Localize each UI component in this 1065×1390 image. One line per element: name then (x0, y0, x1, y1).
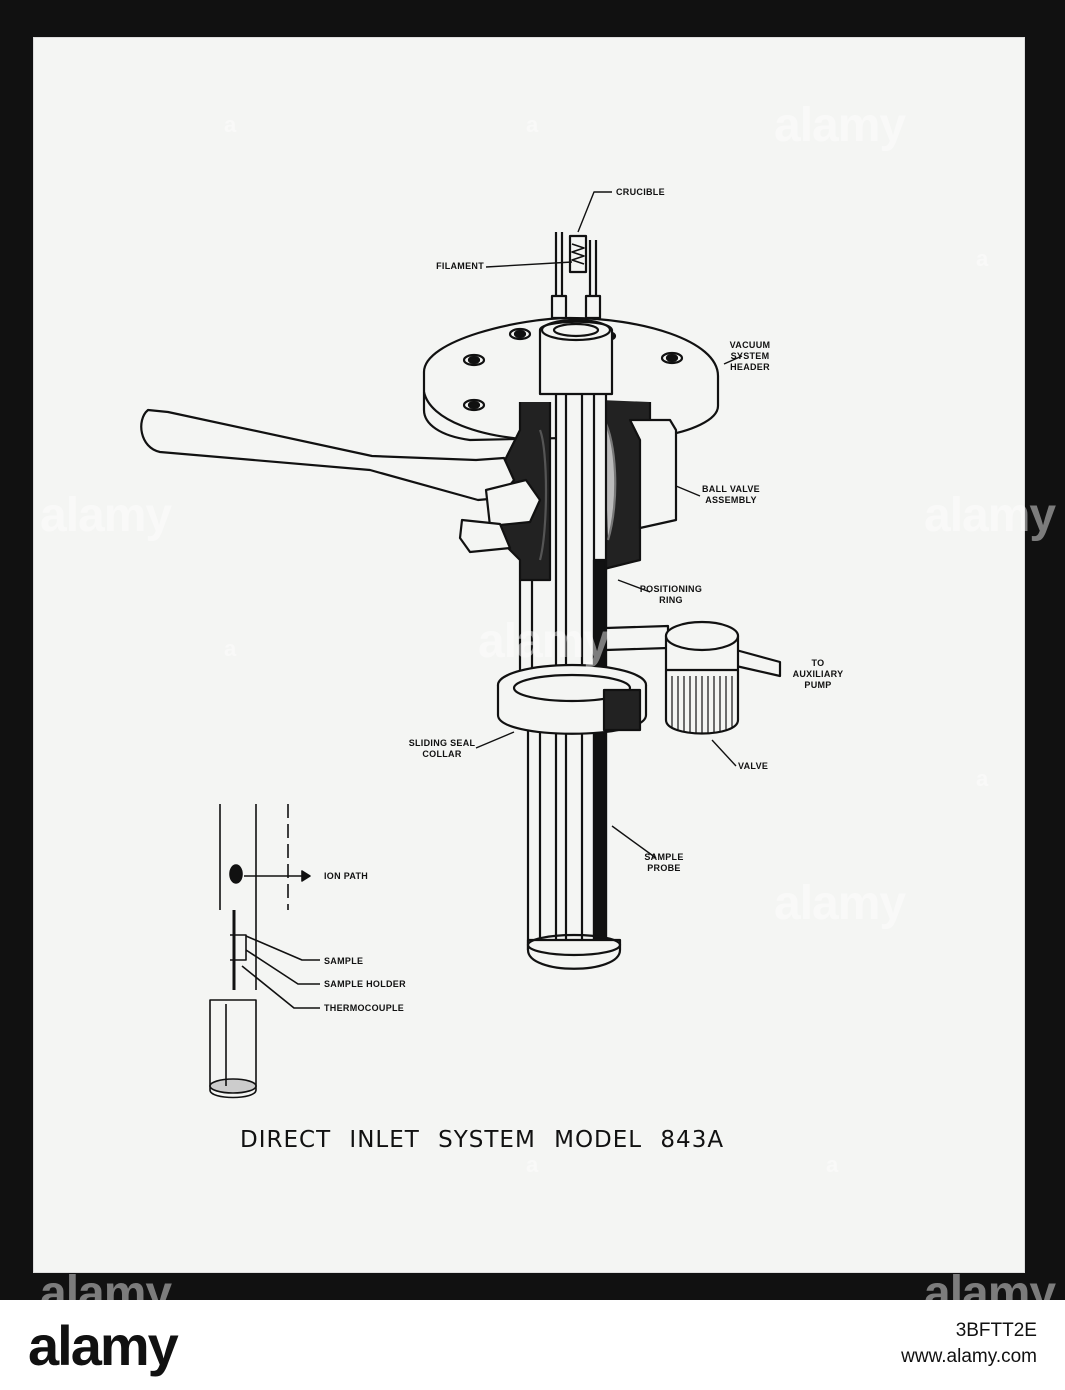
filament-crucible (550, 232, 602, 320)
diagram-title: DIRECT INLET SYSTEM MODEL 843A (240, 1127, 725, 1153)
label-vacuum-system-header: VACUUM SYSTEM HEADER (729, 340, 771, 372)
watermark-letter: a (526, 112, 539, 137)
sample-probe-tube (538, 318, 614, 952)
label-sample-probe: SAMPLE PROBE (644, 852, 684, 873)
outer-tube (518, 580, 622, 970)
footer-bar: alamy 3BFTT2E www.alamy.com (0, 1300, 1065, 1390)
watermark: alamy (478, 615, 610, 668)
ion-path-inset (209, 804, 320, 1099)
leader-lines (475, 191, 743, 859)
label-thermocouple: THERMOCOUPLE (324, 1003, 405, 1013)
label-positioning-ring: POSITIONING RING (639, 584, 703, 605)
watermark-letter: a (224, 112, 237, 137)
sliding-seal-collar (496, 663, 648, 735)
watermark: alamy (774, 99, 906, 152)
auxiliary-valve (604, 620, 782, 735)
label-ball-valve-assembly: BALL VALVE ASSEMBLY (701, 484, 760, 505)
label-to-auxiliary-pump: TO AUXILIARY PUMP (792, 658, 844, 690)
label-filament: FILAMENT (436, 261, 484, 271)
label-valve: VALVE (738, 761, 769, 771)
label-sample: SAMPLE (324, 956, 364, 966)
valve-handle (140, 408, 542, 554)
watermark-letter: a (526, 1152, 539, 1177)
label-ion-path: ION PATH (324, 871, 369, 881)
watermark-letter: a (826, 1152, 839, 1177)
watermark-letter: a (224, 636, 237, 661)
label-crucible: CRUCIBLE (616, 187, 665, 197)
watermark: alamy (40, 489, 172, 542)
watermark: alamy (924, 489, 1056, 542)
photo-sheet (33, 37, 1025, 1273)
watermark-letter: a (976, 246, 989, 271)
image-id: 3BFTT2E (955, 1320, 1037, 1341)
site-url: www.alamy.com (901, 1346, 1037, 1367)
label-sliding-seal-collar: SLIDING SEAL COLLAR (408, 738, 476, 759)
alamy-logo: alamy (28, 1314, 179, 1377)
watermark-letter: a (976, 766, 989, 791)
watermark: alamy (774, 877, 906, 930)
label-sample-holder: SAMPLE HOLDER (324, 979, 406, 989)
